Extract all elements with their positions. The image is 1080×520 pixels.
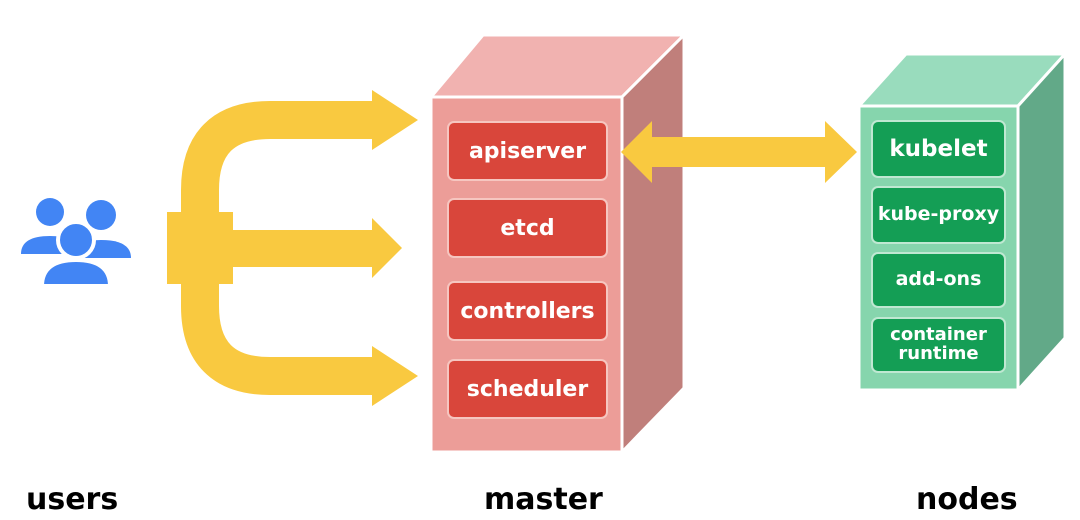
- lower-arrow-head: [372, 346, 418, 406]
- middle-arrow-head: [372, 218, 402, 278]
- bidirectional-arrow-icon: [621, 121, 857, 183]
- users-icon: [21, 198, 131, 288]
- upper-arrow-head: [372, 90, 418, 150]
- upper-curved-arrow: [181, 101, 373, 218]
- users-to-master-arrows: [167, 90, 418, 406]
- master-box-side: [620, 31, 686, 456]
- master-component-controllers: controllers: [447, 281, 608, 341]
- node-component-add-ons: add-ons: [871, 252, 1006, 308]
- node-component-kube-proxy: kube-proxy: [871, 186, 1006, 244]
- master-label: master: [484, 482, 603, 517]
- arrow-junction: [167, 212, 233, 284]
- users-label: users: [26, 482, 119, 517]
- node-component-container-runtime: container runtime: [871, 317, 1006, 373]
- nodes-label: nodes: [916, 482, 1018, 517]
- master-component-etcd: etcd: [447, 198, 608, 258]
- node-component-kubelet: kubelet: [871, 120, 1006, 178]
- master-component-apiserver: apiserver: [447, 121, 608, 181]
- nodes-box-side: [1016, 50, 1067, 394]
- master-component-scheduler: scheduler: [447, 359, 608, 419]
- lower-curved-arrow: [181, 278, 373, 395]
